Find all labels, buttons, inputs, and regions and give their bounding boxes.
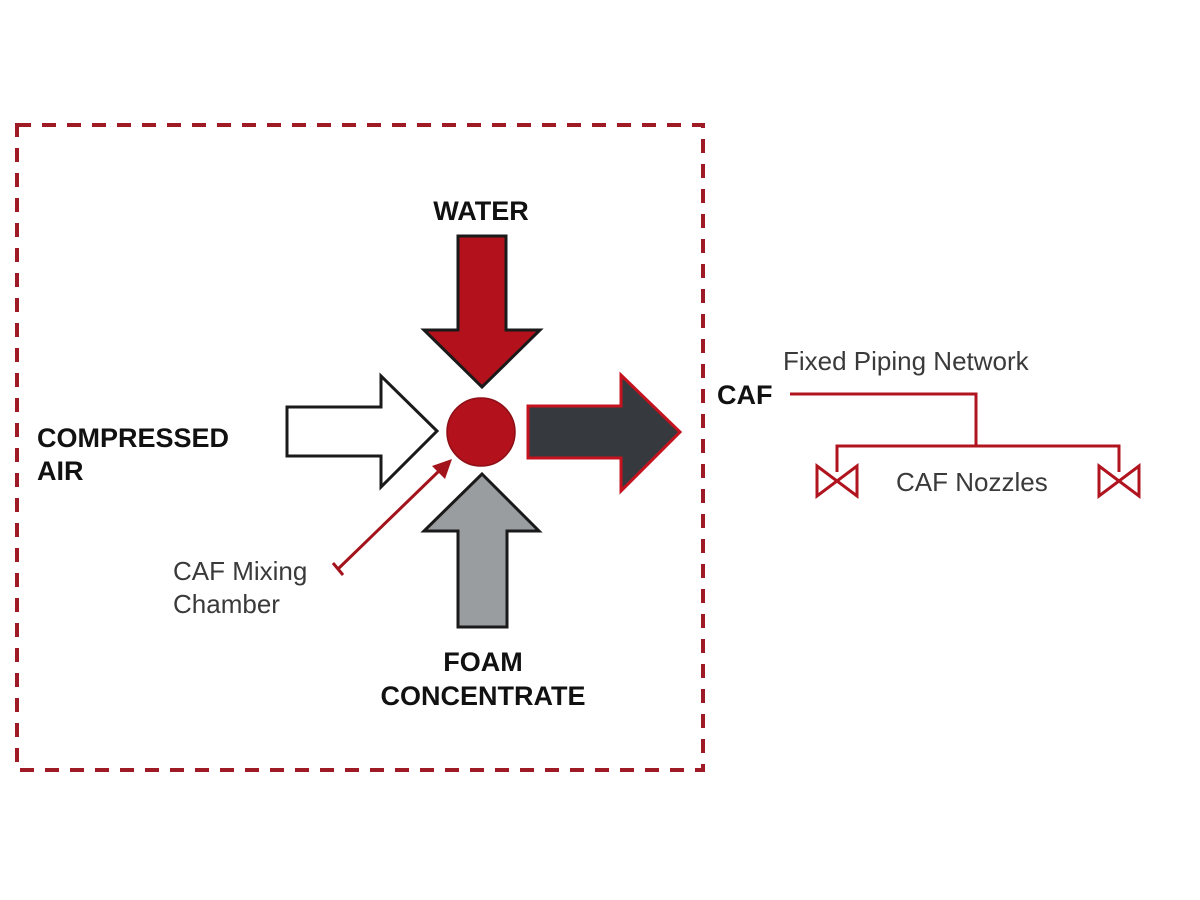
compressed-air-label-line1: COMPRESSED — [37, 423, 229, 453]
piping-network — [790, 392, 1121, 472]
water-label: WATER — [433, 196, 529, 226]
mixing-chamber-pointer — [331, 459, 452, 576]
main-pipe — [790, 392, 978, 446]
nozzle-right-icon — [1097, 463, 1141, 499]
foam-concentrate-arrow-icon — [420, 471, 543, 629]
compressed-air-arrow-icon — [285, 372, 440, 491]
compressed-air-label-2: AIR — [37, 456, 84, 486]
foam-concentrate-label-line2: CONCENTRATE — [381, 681, 586, 711]
mixing-chamber-label-line2: Chamber — [173, 589, 280, 619]
compressed-air-label: COMPRESSED — [37, 423, 229, 453]
mixing-chamber-label-line1: CAF Mixing — [173, 556, 307, 586]
water-arrow-icon — [420, 234, 544, 390]
caf-nozzles-label: CAF Nozzles — [896, 467, 1048, 497]
foam-concentrate-label-line1: FOAM — [443, 647, 522, 677]
mixing-chamber-circle — [446, 397, 516, 467]
system-boundary-dashed — [15, 123, 705, 772]
caf-output-arrow-icon — [526, 371, 683, 495]
pointer-arrowhead-icon — [432, 459, 452, 479]
nozzle-left-icon — [815, 463, 859, 499]
caf-source-label: CAF — [717, 380, 773, 410]
compressed-air-label-line2: AIR — [37, 456, 84, 486]
branch-pipe — [835, 444, 1121, 472]
fixed-piping-network-label: Fixed Piping Network — [783, 346, 1030, 376]
